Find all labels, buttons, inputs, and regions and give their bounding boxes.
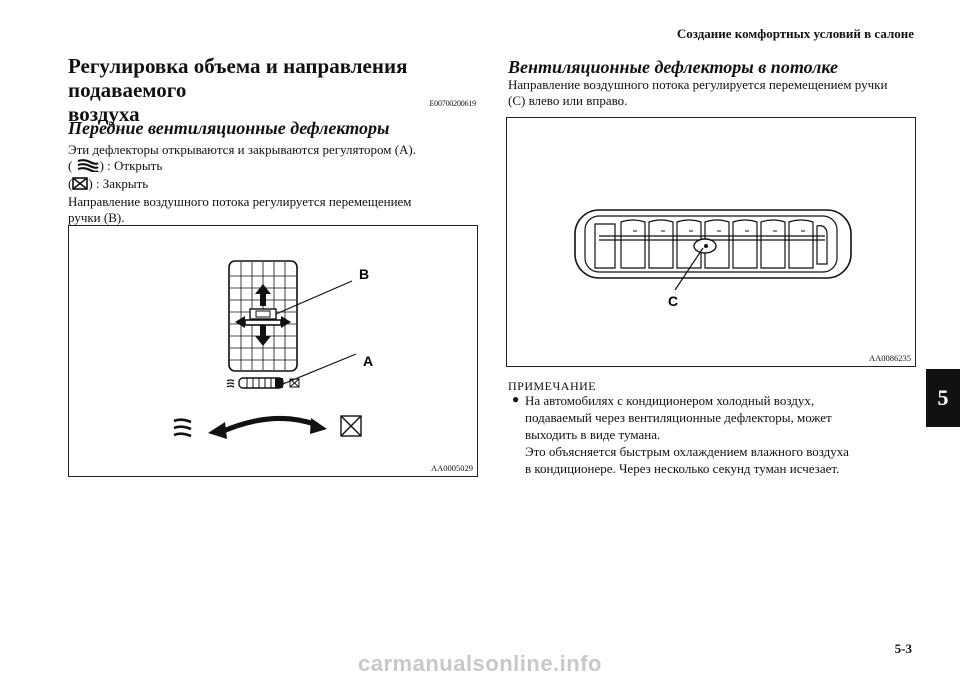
close-legend-label: ) : Закрыть: [88, 176, 149, 191]
label-b: B: [359, 266, 369, 282]
note-line: Это объясняется быстрым охлаждением влаж…: [525, 444, 849, 459]
paragraph-line: ручки (B).: [68, 210, 125, 225]
ceiling-vent-figure: C AA0086235: [506, 117, 916, 367]
ceiling-vents-text: Направление воздушного потока регулирует…: [508, 77, 918, 109]
section-heading-line-1: Регулировка объема и направления подавае…: [68, 54, 408, 102]
paragraph-line: Направление воздушного потока регулирует…: [68, 194, 412, 209]
front-vents-heading: Передние вентиляционные дефлекторы: [68, 118, 390, 138]
closed-vent-icon: [72, 177, 89, 194]
double-arrow: [208, 416, 327, 439]
leader-c: [674, 247, 704, 291]
dial-a: [238, 377, 284, 389]
section-tab: 5: [926, 369, 960, 427]
knob-c: [693, 238, 717, 254]
front-vents-text: Эти дефлекторы открываются и закрываются…: [68, 142, 478, 226]
open-legend-label: ) : Открыть: [99, 158, 163, 173]
note-line: подаваемый через вентиляционные дефлекто…: [525, 410, 832, 425]
front-vent-figure: B A AA0005029: [68, 225, 478, 477]
section-heading-line-2: воздуха: [68, 102, 140, 126]
large-open-airflow-icon: [173, 418, 192, 438]
note-line: в кондиционере. Через несколько секунд т…: [525, 461, 840, 476]
paren: (: [68, 176, 73, 191]
figure-code: AA0005029: [430, 463, 473, 473]
watermark: carmanualsonline.info: [358, 651, 602, 676]
note-bullet: ●: [512, 392, 520, 406]
label-a: A: [363, 353, 373, 369]
note-line: выходить в виде тумана.: [525, 427, 661, 442]
vent-louvers: [594, 219, 828, 269]
paren: (: [68, 158, 73, 173]
section-heading: Регулировка объема и направления подавае…: [68, 54, 478, 126]
section-number: 5: [937, 385, 949, 410]
ceiling-vent-illustration: C: [574, 209, 852, 309]
open-airflow-icon: [226, 379, 235, 388]
note-line: На автомобилях с кондиционером холодный …: [525, 393, 815, 408]
paragraph-line: Направление воздушного потока регулирует…: [508, 77, 888, 92]
leader-b: [275, 280, 353, 315]
chapter-title: Создание комфортных условий в салоне: [676, 26, 914, 41]
page-number: 5-3: [894, 641, 912, 656]
direction-arrows: [235, 284, 291, 346]
section-code: E00700200619: [429, 99, 477, 108]
open-airflow-icon: [76, 158, 100, 176]
paragraph-line: (C) влево или вправо.: [508, 93, 628, 108]
knob-b: [249, 308, 277, 320]
front-vent-illustration: B A: [173, 260, 373, 439]
note-title: ПРИМЕЧАНИЕ: [508, 379, 597, 393]
label-c: C: [668, 293, 678, 309]
note-body: На автомобилях с кондиционером холодный …: [525, 392, 915, 477]
large-closed-vent-icon: [340, 415, 362, 437]
ceiling-vents-heading: Вентиляционные дефлекторы в потолке: [508, 57, 838, 77]
leader-a: [282, 353, 357, 385]
figure-code: AA0086235: [868, 353, 911, 363]
close-legend: ( ) : Закрыть: [68, 176, 478, 194]
open-legend: ( ) : Открыть: [68, 158, 478, 176]
paragraph-line: Эти дефлекторы открываются и закрываются…: [68, 142, 416, 157]
